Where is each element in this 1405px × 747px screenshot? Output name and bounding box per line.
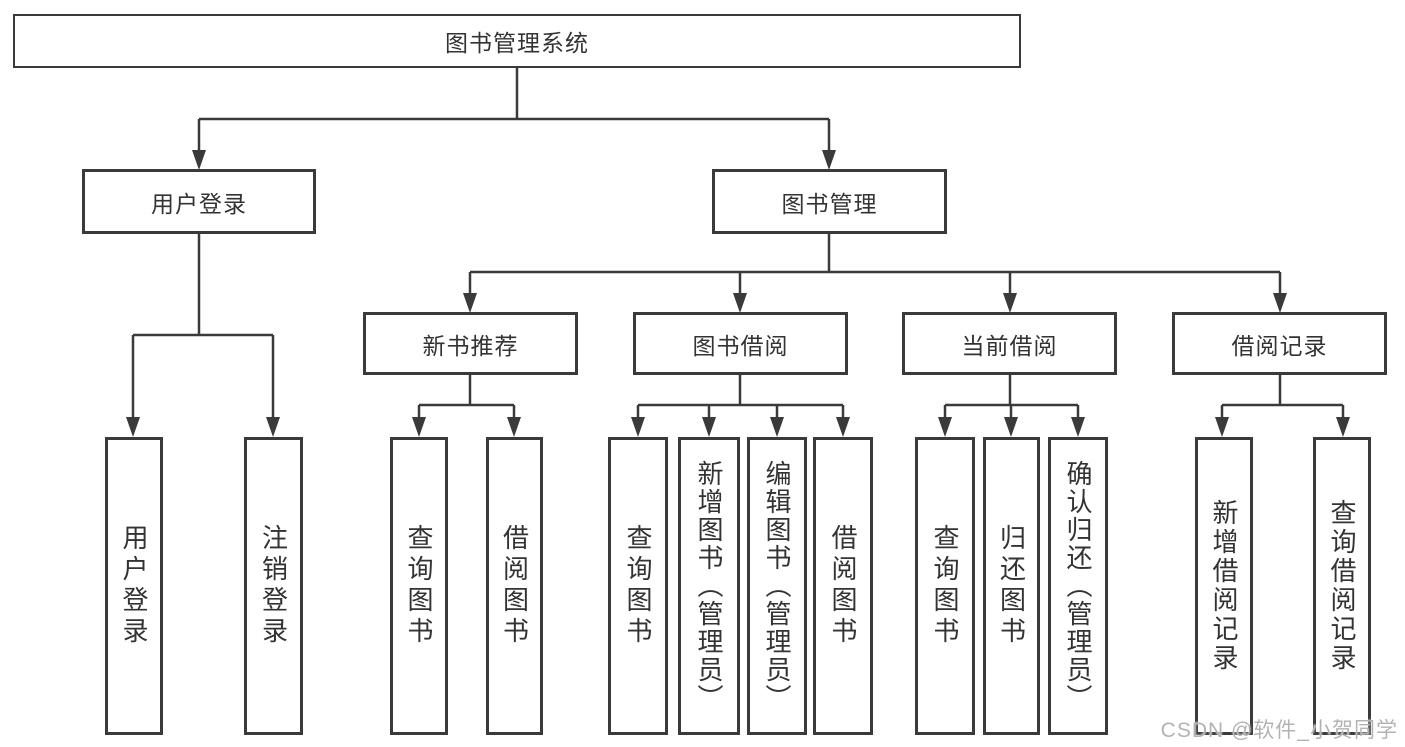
leaf-query-books-current: 查询图书 [915, 437, 975, 735]
csdn-watermark: CSDN @软件_小贺同学 [1160, 719, 1398, 742]
leaf-edit-books-admin: 编辑图书（管理员） [747, 437, 807, 735]
leaf-return-books: 归还图书 [983, 437, 1040, 735]
node-current-borrow: 当前借阅 [902, 312, 1117, 375]
leaf-query-borrow-record: 查询借阅记录 [1313, 437, 1371, 735]
leaf-confirm-return-admin: 确认归还（管理员） [1048, 437, 1108, 735]
node-user-login: 用户登录 [82, 169, 316, 234]
node-book-borrow: 图书借阅 [633, 312, 848, 375]
leaf-user-login: 用户登录 [105, 437, 163, 735]
leaf-add-books-admin: 新增图书（管理员） [678, 437, 740, 735]
leaf-query-books-borrow: 查询图书 [608, 437, 668, 735]
leaf-add-borrow-record: 新增借阅记录 [1195, 437, 1253, 735]
leaf-borrow-books: 借阅图书 [813, 437, 873, 735]
node-new-book-recommend: 新书推荐 [363, 312, 578, 375]
leaf-borrow-books-recommend: 借阅图书 [486, 437, 543, 735]
node-borrow-records: 借阅记录 [1172, 312, 1387, 375]
node-library-management-system: 图书管理系统 [13, 14, 1021, 68]
node-book-management: 图书管理 [712, 169, 947, 234]
leaf-logout: 注销登录 [244, 437, 303, 735]
leaf-query-books-recommend: 查询图书 [390, 437, 448, 735]
